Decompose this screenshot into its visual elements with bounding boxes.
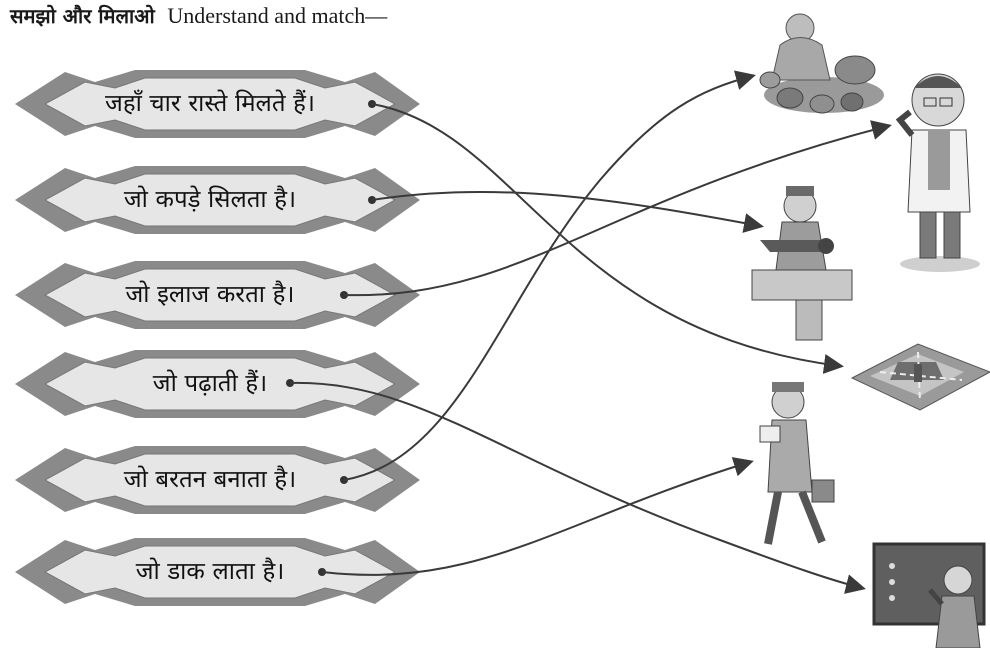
banner-shape [15,261,420,329]
clue-text: जो इलाज करता है। [125,280,295,308]
doctor-icon [895,73,980,272]
banner-shape [15,166,420,234]
title-hindi: समझो और मिलाओ [10,4,155,28]
clue-banner-5: जो बरतन बनाता है। [5,440,425,520]
clue-text: जो कपड़े सिलता है। [123,185,297,213]
banner-shape [15,350,420,418]
title-english: Understand and match— [167,3,388,28]
match-line-potter [343,70,756,481]
match-line-teacher [289,381,866,594]
clue-text: जो बरतन बनाता है। [123,465,297,493]
tailor-icon [751,186,853,341]
clue-banner-2: जो कपड़े सिलता है। [5,160,425,240]
banner-shape [15,538,420,606]
clue-banner-1: जहाँ चार रास्ते मिलते हैं। [5,64,425,144]
banner-shape [15,70,420,138]
match-lines [289,70,892,594]
bullet-dots [286,100,376,576]
banner-shape [15,446,420,514]
crossroads-icon [850,343,990,411]
match-line-doctor [343,120,892,297]
clue-banner-3: जो इलाज करता है। [5,255,425,335]
page-title: समझो और मिलाओ Understand and match— [10,2,387,29]
teacher-icon [872,542,986,648]
match-line-crossroads [371,103,844,374]
clue-banner-6: जो डाक लाता है। [5,532,425,612]
clue-banner-4: जो पढ़ाती हैं। [5,344,425,424]
clue-text: जो डाक लाता है। [135,557,285,585]
clue-text: जहाँ चार रास्ते मिलते हैं। [105,89,315,117]
postman-icon [759,382,835,545]
match-line-tailor [371,190,764,233]
potter-icon [759,13,884,114]
match-line-postman [321,457,754,576]
clue-text: जो पढ़ाती हैं। [152,369,268,397]
